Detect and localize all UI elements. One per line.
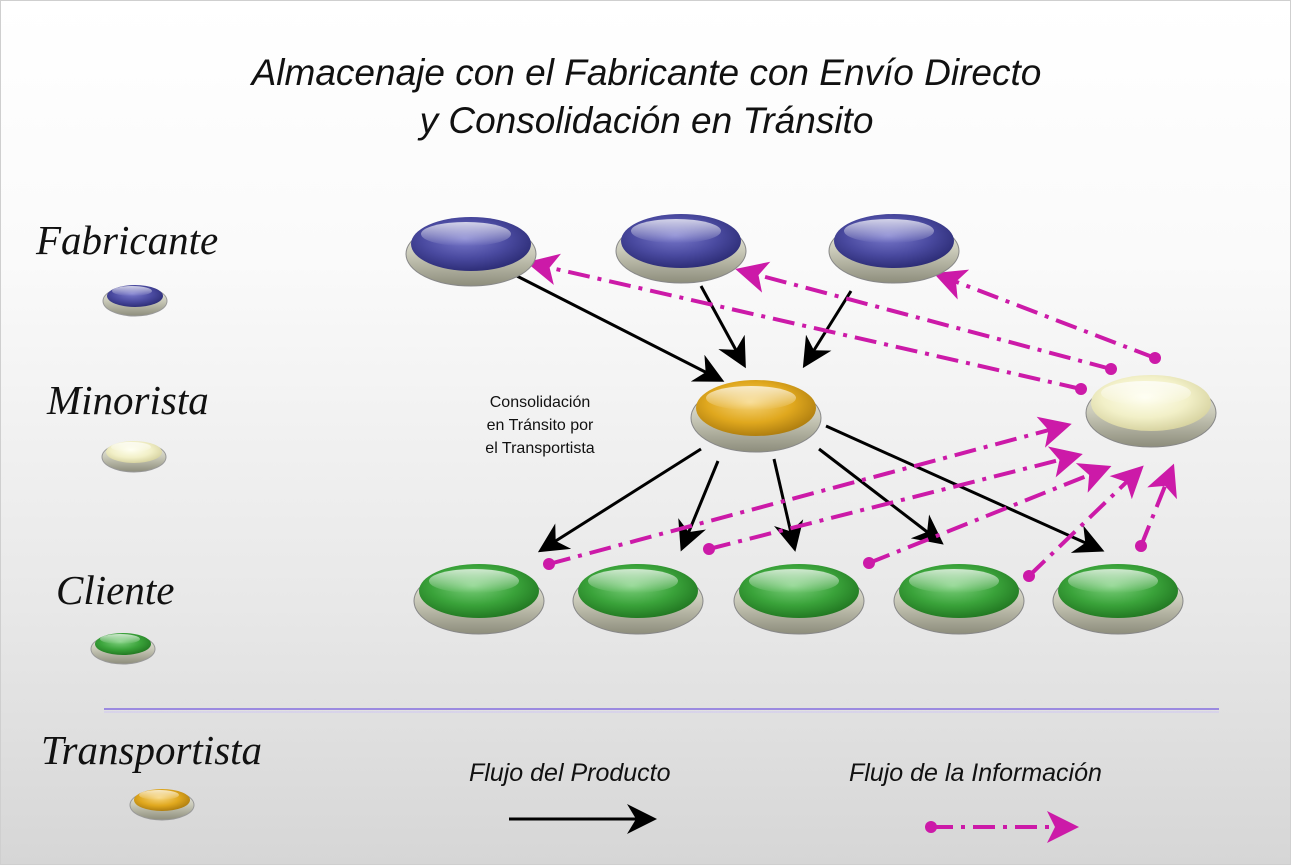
information-flow-arrows bbox=[526, 253, 1177, 578]
product-arrow bbox=[510, 271, 725, 382]
info-dot bbox=[703, 543, 715, 555]
legend-label-minorista: Minorista bbox=[47, 377, 209, 423]
info-dot bbox=[1149, 352, 1161, 364]
fabricante-node bbox=[405, 217, 537, 287]
legend-swatch-transportista bbox=[129, 789, 195, 821]
legend-label-transportista: Transportista bbox=[41, 727, 263, 773]
cliente-node bbox=[572, 564, 704, 635]
legend-swatch-minorista bbox=[101, 441, 167, 473]
info-arrow bbox=[933, 269, 1156, 360]
information-flow-dots bbox=[543, 352, 1161, 582]
consolidation-note-line-1: Consolidación bbox=[489, 394, 591, 411]
legend-information-arrow bbox=[925, 811, 1079, 843]
consolidation-note-line-2: en Tránsito por bbox=[486, 417, 594, 434]
info-arrow bbox=[526, 253, 1082, 391]
fabricante-node bbox=[828, 214, 960, 284]
consolidation-note-line-3: el Transportista bbox=[485, 440, 595, 457]
cliente-node bbox=[733, 564, 865, 635]
legend-swatch-fabricante bbox=[102, 285, 168, 317]
minorista-node bbox=[1085, 375, 1217, 448]
product-arrow bbox=[825, 424, 1105, 553]
product-arrow bbox=[802, 290, 853, 369]
info-arrow bbox=[708, 446, 1083, 551]
info-dot bbox=[1075, 383, 1087, 395]
cliente-node bbox=[413, 564, 545, 635]
information-flow-label: Flujo de la Información bbox=[849, 759, 1102, 787]
cliente-node bbox=[893, 564, 1025, 635]
product-arrow bbox=[818, 447, 944, 545]
info-dot bbox=[863, 557, 875, 569]
product-flow-label: Flujo del Producto bbox=[469, 759, 671, 787]
info-arrow bbox=[735, 261, 1112, 371]
product-arrow bbox=[699, 285, 746, 369]
info-dot bbox=[1023, 570, 1035, 582]
info-arrow bbox=[1027, 465, 1144, 578]
info-arrow bbox=[548, 416, 1072, 566]
info-dot bbox=[1105, 363, 1117, 375]
page-title: Almacenaje con el Fabricante con Envío D… bbox=[1, 49, 1291, 145]
transportista-consolidation-node bbox=[690, 380, 822, 453]
consolidation-note: Consolidación en Tránsito por el Transpo… bbox=[455, 391, 625, 460]
product-arrow bbox=[537, 447, 702, 553]
title-line-2: y Consolidación en Tránsito bbox=[419, 100, 874, 141]
fabricante-node bbox=[615, 214, 747, 284]
info-dot bbox=[543, 558, 555, 570]
info-dot bbox=[1135, 540, 1147, 552]
legend-swatch-cliente bbox=[90, 633, 156, 665]
info-arrow bbox=[1139, 463, 1177, 547]
cliente-node bbox=[1052, 564, 1184, 635]
title-line-1: Almacenaje con el Fabricante con Envío D… bbox=[251, 52, 1042, 93]
info-arrow bbox=[868, 463, 1112, 565]
legend-label-fabricante: Fabricante bbox=[36, 217, 219, 263]
product-arrow bbox=[678, 460, 720, 552]
legend-label-cliente: Cliente bbox=[56, 567, 175, 613]
